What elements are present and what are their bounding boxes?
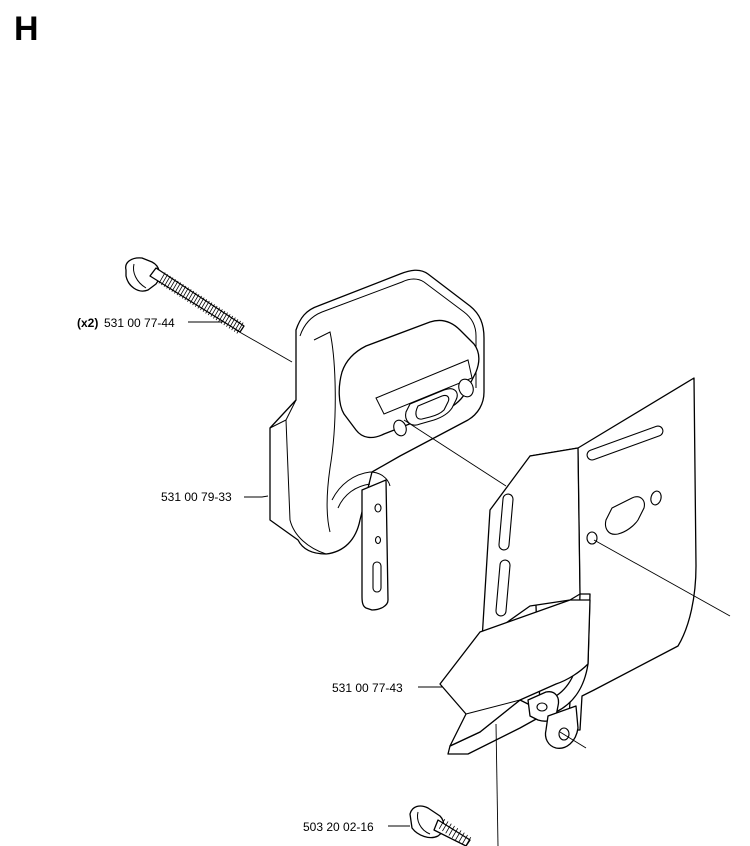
screw-part-number[interactable]: 503 20 02-16 (303, 820, 374, 834)
bolt-quantity: (x2) (77, 316, 98, 330)
bolt-part-number[interactable]: 531 00 77-44 (104, 316, 175, 330)
short-screw[interactable] (409, 805, 472, 846)
muffler[interactable] (269, 269, 485, 611)
heat-shield-plate[interactable] (439, 377, 697, 755)
long-bolt[interactable] (125, 257, 245, 334)
plate-part-number[interactable]: 531 00 77-43 (332, 681, 403, 695)
muffler-part-number[interactable]: 531 00 79-33 (161, 490, 232, 504)
leader-lines (188, 321, 731, 846)
section-letter: H (14, 10, 39, 48)
